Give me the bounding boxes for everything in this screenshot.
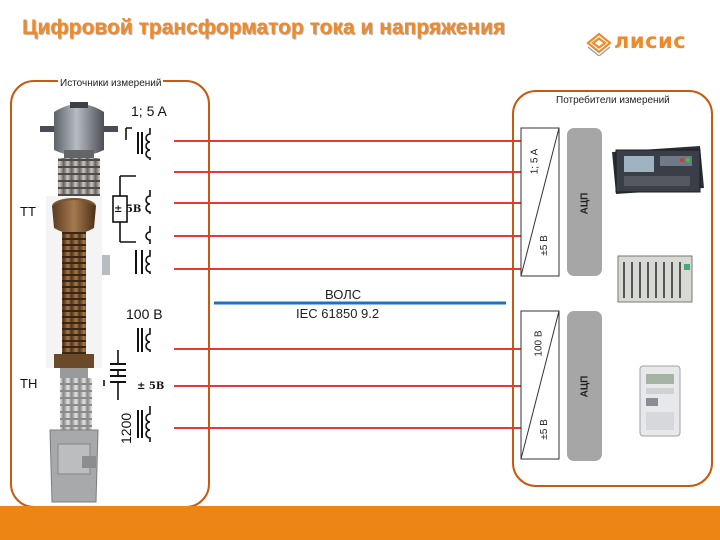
high-voltage-rating: 1200 bbox=[118, 412, 134, 444]
voltage-transformer-schematic bbox=[103, 328, 151, 442]
slide-title: Цифровой трансформатор тока и напряжения bbox=[22, 16, 506, 39]
fiber-label: ВОЛС bbox=[325, 287, 362, 302]
tn-label: ТН bbox=[20, 376, 38, 391]
tt-divider-label: ± 5В bbox=[114, 204, 142, 215]
consumer-panel-label: Потребители измерений bbox=[554, 95, 672, 106]
electricity-meter-device bbox=[639, 365, 681, 437]
current-transformer-schematic bbox=[112, 127, 151, 274]
voltage-input-top-label: 100 В bbox=[533, 330, 545, 357]
current-input-converter bbox=[520, 127, 560, 277]
logo-text: лисис bbox=[614, 29, 687, 53]
voltage-adc-block bbox=[567, 311, 602, 461]
source-panel-label: Источники измерений bbox=[58, 78, 164, 89]
voltage-input-converter bbox=[520, 310, 560, 460]
voltage-adc-label: АЦП bbox=[579, 375, 591, 398]
current-adc-label: АЦП bbox=[579, 192, 591, 215]
lisis-logo-icon bbox=[586, 32, 612, 56]
signal-lines bbox=[174, 140, 522, 429]
company-logo: лисис bbox=[586, 28, 696, 56]
voltage-input-bottom-label: ±5 В bbox=[538, 419, 550, 440]
rack-controller-device bbox=[617, 255, 693, 303]
current-input-top-label: 1; 5 A bbox=[529, 148, 541, 175]
protocol-label: IEC 61850 9.2 bbox=[296, 306, 380, 321]
voltage-rating: 100 В bbox=[126, 306, 163, 322]
current-adc-block bbox=[567, 128, 602, 276]
relay-protection-device bbox=[612, 146, 704, 194]
current-input-bottom-label: ±5 В bbox=[538, 235, 550, 256]
voltage-transformer-image bbox=[46, 196, 102, 503]
tn-divider-label: ± 5В bbox=[136, 381, 166, 392]
tt-label: ТТ bbox=[20, 204, 36, 219]
footer-bar bbox=[0, 506, 720, 540]
current-rating: 1; 5 A bbox=[131, 103, 167, 119]
